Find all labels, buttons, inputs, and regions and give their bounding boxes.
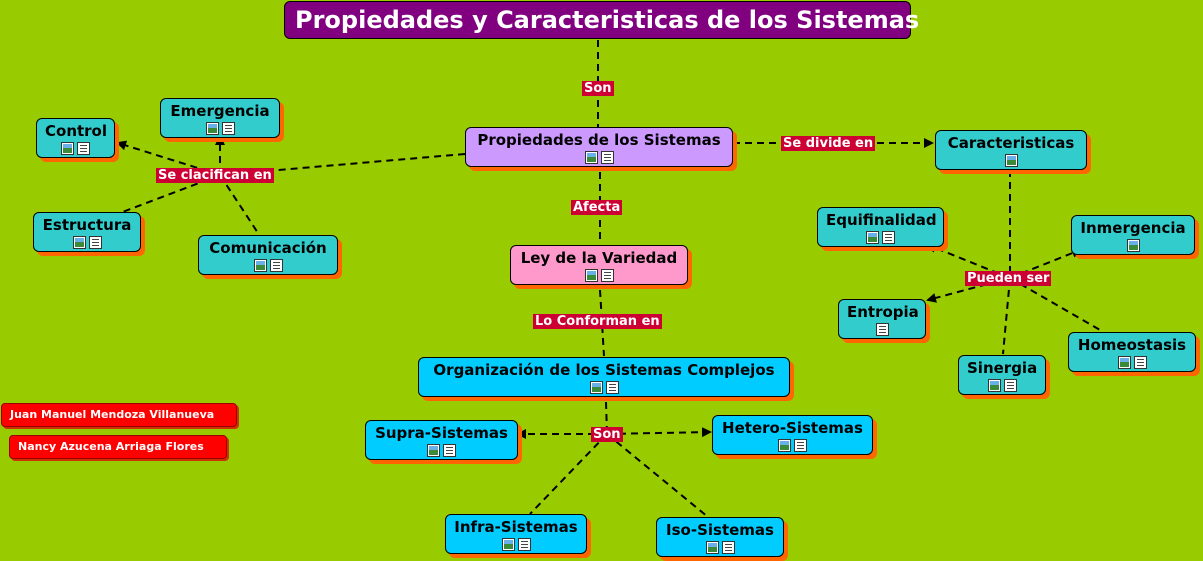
image-icon[interactable] (427, 444, 440, 457)
image-icon[interactable] (1004, 154, 1018, 167)
document-icon[interactable] (443, 444, 456, 457)
node-equifinalidad[interactable]: Equifinalidad (817, 207, 944, 247)
node-control[interactable]: Control (36, 118, 115, 158)
node-comunicacion-label: Comunicación (209, 239, 327, 257)
document-icon[interactable] (882, 231, 895, 244)
image-icon[interactable] (61, 142, 74, 155)
node-equifinalidad-label: Equifinalidad (826, 211, 937, 229)
document-icon[interactable] (1003, 379, 1017, 392)
image-icon[interactable] (589, 381, 603, 394)
node-sinergia[interactable]: Sinergia (958, 355, 1046, 395)
node-propiedades[interactable]: Propiedades de los Sistemas (465, 127, 733, 167)
image-icon[interactable] (72, 236, 86, 249)
node-entropia-label: Entropia (847, 303, 919, 321)
document-icon[interactable] (794, 439, 807, 452)
edge-label-lo-conforman: Lo Conforman en (533, 314, 662, 329)
node-caracteristicas[interactable]: Caracteristicas (935, 130, 1087, 170)
node-inmergencia-label: Inmergencia (1080, 219, 1186, 237)
document-icon[interactable] (1133, 356, 1147, 369)
node-hetero[interactable]: Hetero-Sistemas (712, 415, 873, 455)
document-icon[interactable] (600, 151, 614, 164)
document-icon[interactable] (875, 323, 889, 336)
node-estructura-label: Estructura (42, 216, 132, 234)
node-estructura[interactable]: Estructura (33, 212, 141, 252)
node-iso-label: Iso-Sistemas (666, 521, 774, 539)
node-supra-label: Supra-Sistemas (375, 424, 508, 442)
node-emergencia[interactable]: Emergencia (160, 98, 280, 138)
edge-label-se-divide: Se divide en (781, 136, 876, 151)
image-icon[interactable] (778, 439, 791, 452)
document-icon[interactable] (721, 541, 735, 554)
image-icon[interactable] (705, 541, 719, 554)
edge-label-afecta: Afecta (571, 200, 623, 215)
edge-label-son-top: Son (582, 81, 614, 96)
image-icon[interactable] (584, 269, 598, 282)
document-icon[interactable] (88, 236, 102, 249)
node-hetero-label: Hetero-Sistemas (722, 419, 863, 437)
map-title[interactable]: Propiedades y Caracteristicas de los Sis… (284, 1, 920, 39)
node-infra[interactable]: Infra-Sistemas (445, 514, 587, 554)
node-homeostasis[interactable]: Homeostasis (1068, 332, 1196, 372)
edge-label-se-clacifican: Se clacifican en (156, 168, 274, 183)
author-1[interactable]: Juan Manuel Mendoza Villanueva (1, 403, 237, 427)
node-entropia[interactable]: Entropia (838, 299, 926, 339)
document-icon[interactable] (221, 122, 235, 135)
document-icon[interactable] (600, 269, 614, 282)
image-icon[interactable] (253, 259, 267, 272)
node-ley-label: Ley de la Variedad (520, 249, 678, 267)
map-title-text: Propiedades y Caracteristicas de los Sis… (295, 6, 920, 34)
node-supra[interactable]: Supra-Sistemas (365, 420, 518, 460)
node-sinergia-label: Sinergia (967, 359, 1038, 377)
node-emergencia-label: Emergencia (170, 102, 270, 120)
document-icon[interactable] (605, 381, 619, 394)
node-homeostasis-label: Homeostasis (1077, 336, 1187, 354)
author-2[interactable]: Nancy Azucena Arriaga Flores (9, 435, 227, 459)
node-control-label: Control (45, 122, 108, 140)
edge-label-pueden-ser: Pueden ser (965, 271, 1052, 286)
document-icon[interactable] (269, 259, 283, 272)
document-icon[interactable] (77, 142, 90, 155)
document-icon[interactable] (517, 538, 531, 551)
image-icon[interactable] (1117, 356, 1131, 369)
node-propiedades-label: Propiedades de los Sistemas (477, 131, 721, 149)
edge-label-son-bottom: Son (591, 427, 623, 442)
node-ley[interactable]: Ley de la Variedad (510, 245, 688, 285)
node-caracteristicas-label: Caracteristicas (947, 134, 1075, 152)
image-icon[interactable] (584, 151, 598, 164)
node-comunicacion[interactable]: Comunicación (198, 235, 338, 275)
node-iso[interactable]: Iso-Sistemas (656, 517, 784, 557)
node-organizacion-label: Organización de los Sistemas Complejos (433, 361, 775, 379)
image-icon[interactable] (501, 538, 515, 551)
node-inmergencia[interactable]: Inmergencia (1071, 215, 1195, 255)
image-icon[interactable] (1126, 239, 1140, 252)
image-icon[interactable] (205, 122, 219, 135)
node-organizacion[interactable]: Organización de los Sistemas Complejos (418, 357, 790, 397)
node-infra-label: Infra-Sistemas (454, 518, 578, 536)
image-icon[interactable] (987, 379, 1001, 392)
image-icon[interactable] (866, 231, 879, 244)
